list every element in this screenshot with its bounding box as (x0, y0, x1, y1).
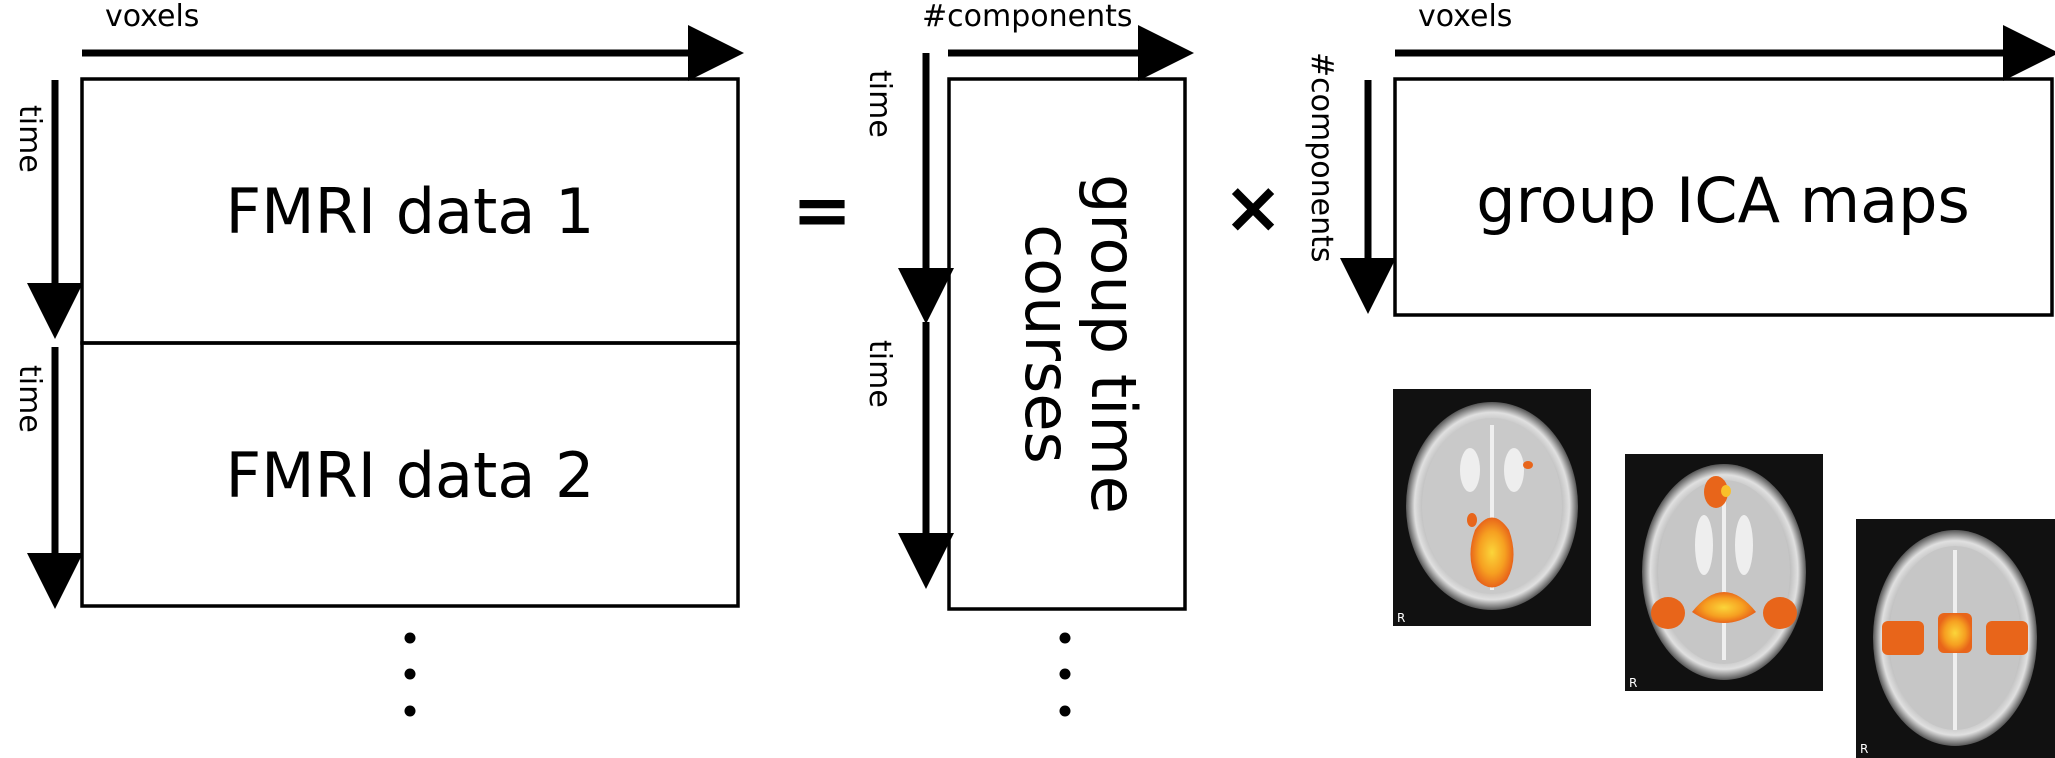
ellipsis-left (404, 632, 416, 717)
fmri-data-1-label: FMRI data 1 (225, 175, 594, 248)
group-time-courses-block (947, 77, 1187, 611)
time-label-2: time (12, 365, 47, 433)
brain-marker-1: R (1397, 611, 1405, 625)
time-label-mid-2: time (862, 340, 897, 408)
ellipsis-mid (1059, 632, 1071, 717)
time-label-mid-1: time (862, 70, 897, 138)
svg-text:time: time (12, 365, 47, 433)
brain-map-2: R (1625, 454, 1823, 691)
time-label-1: time (12, 105, 47, 173)
components-label-mid: #components (922, 0, 1132, 34)
svg-text:courses: courses (1011, 224, 1084, 464)
brain-marker-2: R (1629, 676, 1637, 690)
svg-text:time: time (862, 340, 897, 408)
brain-marker-3: R (1860, 742, 1868, 756)
group-ica-maps-block (1393, 77, 2054, 317)
svg-text:group time: group time (1077, 174, 1150, 514)
group-ica-maps-label: group ICA maps (1476, 164, 1970, 237)
components-label-right: #components (1304, 52, 1339, 262)
equals-operator: = (792, 168, 852, 252)
svg-text:#components: #components (1304, 52, 1339, 262)
group-time-courses-label: group time courses (1011, 174, 1150, 514)
fmri-data-2-label: FMRI data 2 (225, 439, 594, 512)
brain-map-1: R (1393, 389, 1591, 626)
fmri-data-2-block (80, 341, 740, 608)
svg-text:time: time (12, 105, 47, 173)
voxels-label-right: voxels (1418, 0, 1512, 34)
times-operator: × (1223, 165, 1283, 249)
svg-text:time: time (862, 70, 897, 138)
voxels-label-left: voxels (105, 0, 199, 34)
brain-map-3: R (1856, 519, 2055, 758)
